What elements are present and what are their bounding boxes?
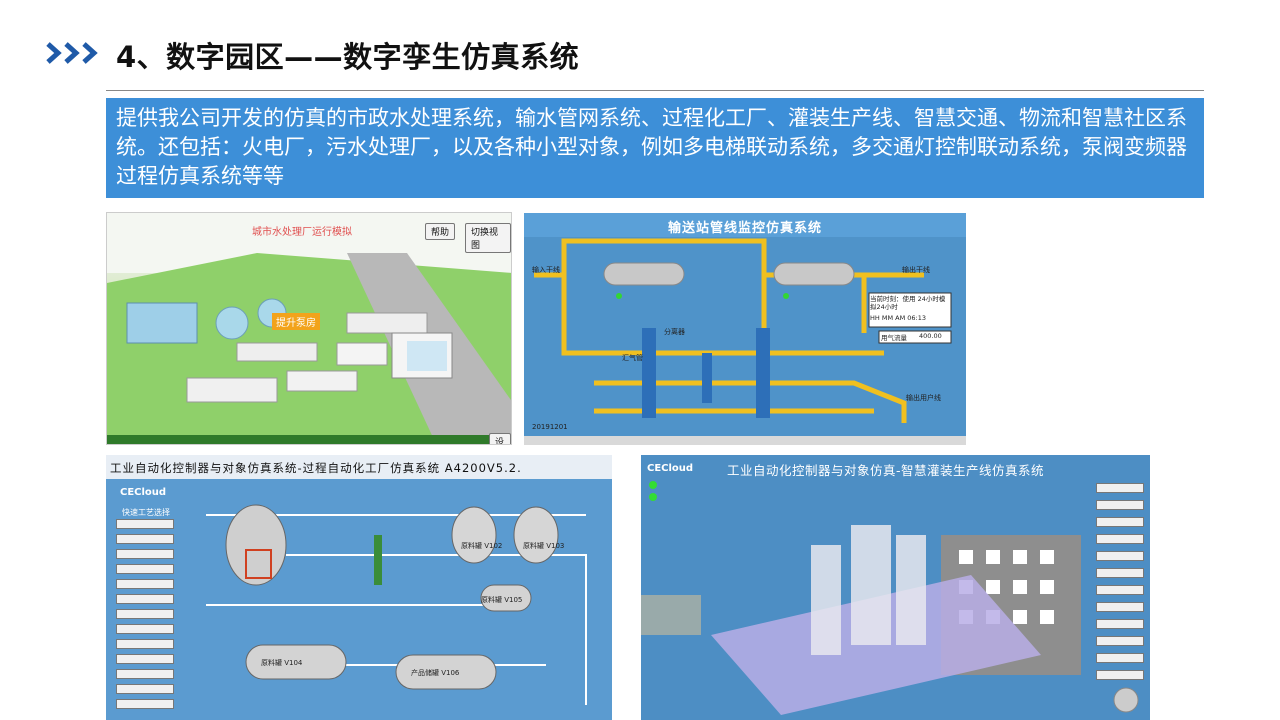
- slide-title: 4、数字园区——数字孪生仿真系统: [116, 40, 580, 74]
- date-label: 20191201: [532, 423, 568, 431]
- water-plant-illustration: [107, 213, 511, 444]
- menu-item[interactable]: [116, 579, 174, 589]
- process-plant-title: 工业自动化控制器与对象仿真系统-过程自动化工厂仿真系统 A4200V5.2.: [110, 461, 522, 475]
- menu-item[interactable]: [116, 654, 174, 664]
- pipeline-title: 输送站管线监控仿真系统: [667, 221, 822, 236]
- filling-line-screenshot: CECloud 工业自动化控制器与对象仿真-智慧灌装生产线仿真系统: [641, 455, 1150, 720]
- menu-item[interactable]: [116, 594, 174, 604]
- title-divider: [106, 90, 1204, 91]
- user-line-label: 输出用户线: [906, 394, 941, 402]
- inlet-label: 输入干线: [532, 266, 560, 274]
- menu-item[interactable]: [116, 669, 174, 679]
- menu-item[interactable]: [1096, 568, 1144, 578]
- menu-item[interactable]: [1096, 500, 1144, 510]
- menu-item[interactable]: [116, 684, 174, 694]
- tank-v105-label: 原料罐 V105: [481, 596, 523, 604]
- pipeline-screenshot: 输送站管线监控仿真系统 输入干线 输出干线 输出用户线 分离器 汇气管 当前时刻…: [524, 213, 966, 445]
- time-display: 当前时刻：使用 24小时模拟24小时: [870, 295, 946, 311]
- process-plant-diagram: [206, 504, 587, 705]
- menu-item[interactable]: [1096, 517, 1144, 527]
- pipeline-diagram: [534, 238, 952, 423]
- menu-item[interactable]: [116, 564, 174, 574]
- filling-menu: [1096, 483, 1144, 687]
- description-box: 提供我公司开发的仿真的市政水处理系统，输水管网系统、过程化工厂、灌装生产线、智慧…: [106, 98, 1204, 198]
- filling-line-title: 工业自动化控制器与对象仿真-智慧灌装生产线仿真系统: [727, 463, 1045, 478]
- help-button[interactable]: 帮助: [425, 223, 456, 240]
- menu-item[interactable]: [1096, 483, 1144, 493]
- distributor-label: 分离器: [664, 328, 685, 336]
- water-plant-title: 城市水处理厂运行模拟: [252, 227, 352, 238]
- menu-item[interactable]: [1096, 551, 1144, 561]
- menu-item[interactable]: [1096, 636, 1144, 646]
- menu-item[interactable]: [116, 699, 174, 709]
- settings-button[interactable]: 设置: [489, 433, 511, 444]
- menu-item[interactable]: [1096, 619, 1144, 629]
- menu-item[interactable]: [1096, 653, 1144, 663]
- process-plant-screenshot: 工业自动化控制器与对象仿真系统-过程自动化工厂仿真系统 A4200V5.2. C…: [106, 455, 612, 720]
- menu-item[interactable]: [116, 639, 174, 649]
- process-menu: [116, 519, 174, 714]
- flow-value: 400.00: [919, 332, 942, 340]
- tank-v103-label: 原料罐 V103: [523, 542, 565, 550]
- menu-item[interactable]: [116, 519, 174, 529]
- outlet-label: 输出干线: [902, 266, 930, 274]
- clock-display: HH MM AM 06:13: [870, 314, 926, 322]
- flow-label: 用气流量: [881, 334, 907, 342]
- menu-item[interactable]: [116, 534, 174, 544]
- cecloud-logo: CECloud: [647, 463, 694, 474]
- menu-item[interactable]: [1096, 602, 1144, 612]
- menu-item[interactable]: [1096, 585, 1144, 595]
- chevron-icon: [46, 42, 104, 64]
- cecloud-logo: CECloud: [120, 487, 167, 498]
- menu-item[interactable]: [116, 624, 174, 634]
- switch-view-button[interactable]: 切换视图: [465, 223, 511, 253]
- menu-item[interactable]: [1096, 534, 1144, 544]
- process-menu-title: 快速工艺选择: [122, 508, 170, 517]
- tank-v104-label: 原料罐 V104: [261, 659, 303, 667]
- pump-station-label: 提升泵房: [272, 313, 320, 330]
- collector-label: 汇气管: [622, 354, 643, 362]
- filling-line-illustration: [641, 481, 1139, 715]
- menu-item[interactable]: [116, 549, 174, 559]
- water-plant-screenshot: 城市水处理厂运行模拟 帮助 切换视图 提升泵房 设置: [106, 212, 512, 445]
- menu-item[interactable]: [1096, 670, 1144, 680]
- menu-item[interactable]: [116, 609, 174, 619]
- tank-v102-label: 原料罐 V102: [461, 542, 503, 550]
- tank-v106-label: 产品储罐 V106: [411, 669, 460, 677]
